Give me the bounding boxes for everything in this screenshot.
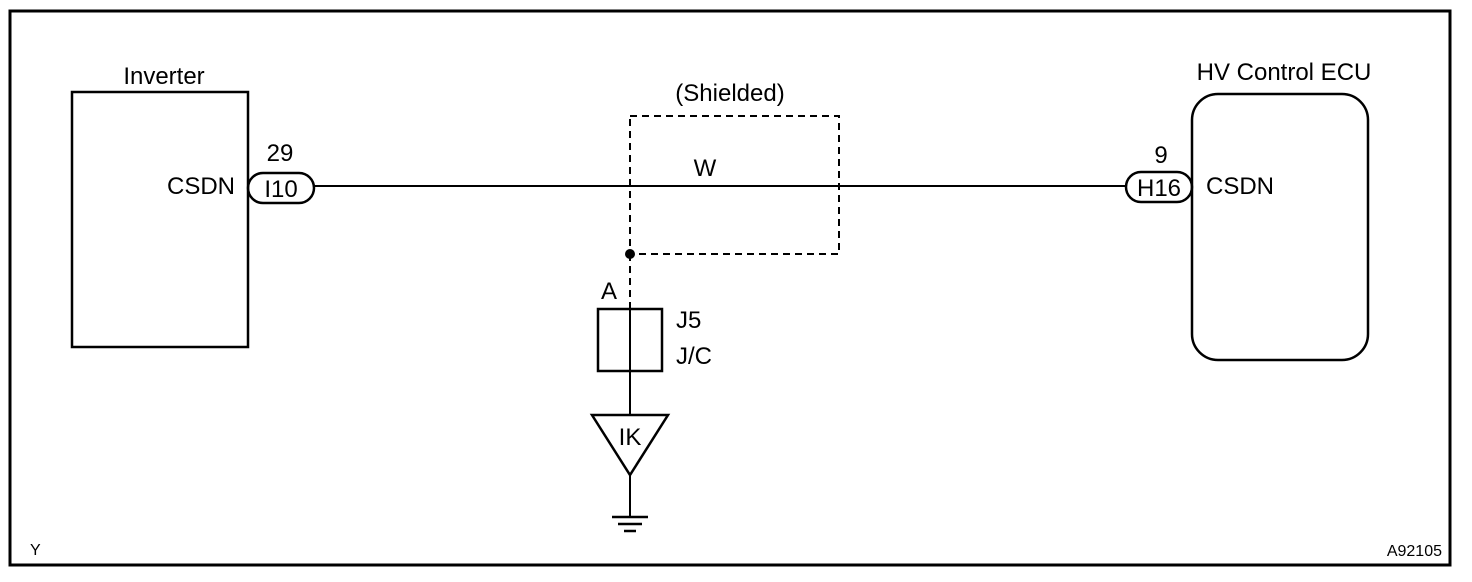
- ecu-terminal-name: CSDN: [1206, 173, 1274, 200]
- ground-point-triangle: [589, 413, 671, 478]
- ecu-connector-code: H16: [1137, 175, 1181, 202]
- inverter-terminal-name: CSDN: [167, 173, 235, 200]
- ground-symbol-icon: [612, 515, 648, 533]
- diagram-frame: [8, 9, 1452, 567]
- shield-outline: [629, 115, 840, 255]
- figure-id: A92105: [1387, 543, 1442, 560]
- ecu-title: HV Control ECU: [1197, 59, 1372, 86]
- shield-label: (Shielded): [675, 80, 784, 107]
- ecu-box: [1190, 92, 1370, 362]
- wire-color-code: W: [694, 155, 717, 182]
- ecu-pin-number: 9: [1154, 142, 1167, 169]
- junction-connector-code: J5: [676, 307, 701, 334]
- inverter-box: [70, 90, 250, 349]
- ground-point-code: IK: [619, 424, 642, 451]
- junction-connector-type: J/C: [676, 343, 712, 370]
- inverter-title: Inverter: [123, 63, 204, 90]
- inverter-connector-i10: [246, 171, 316, 205]
- inverter-pin-number: 29: [267, 140, 294, 167]
- inverter-connector-code: I10: [264, 176, 297, 203]
- junction-pin-label: A: [601, 278, 617, 305]
- corner-left-code: Y: [30, 542, 41, 559]
